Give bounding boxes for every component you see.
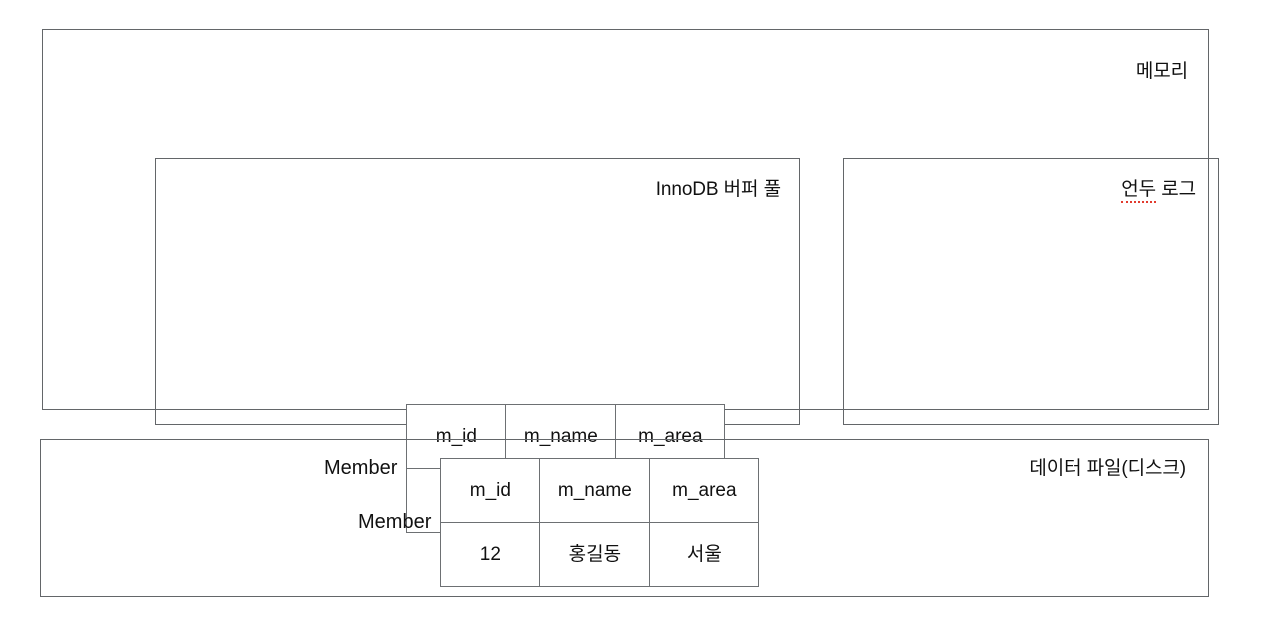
- table-cell: 12: [440, 522, 541, 587]
- memory-container: 메모리 InnoDB 버퍼 풀 Member m_id m_name m_are…: [42, 29, 1219, 533]
- undo-log-label-misspelled-word: 언두: [1121, 179, 1156, 203]
- undo-log-label-rest: 로그: [1156, 179, 1196, 200]
- table-cell: 서울: [649, 522, 760, 587]
- innodb-buffer-pool-container: InnoDB 버퍼 풀 Member m_id m_name m_area: [155, 158, 800, 533]
- data-file-disk-label: 데이터 파일(디스크): [1029, 458, 1186, 479]
- table-row: 12 홍길동 서울: [440, 522, 760, 587]
- undo-log-label: 언두 로그: [1121, 179, 1196, 203]
- disk-table-title: Member: [358, 511, 432, 533]
- table-column-header: m_area: [649, 458, 760, 523]
- memory-label: 메모리: [1135, 61, 1188, 82]
- table-header-row: m_id m_name m_area: [440, 458, 760, 523]
- data-file-disk-container: 데이터 파일(디스크): [40, 439, 1209, 597]
- table-column-header: m_name: [539, 458, 651, 523]
- undo-log-container: 언두 로그: [843, 158, 1219, 425]
- table-column-header: m_id: [440, 458, 541, 523]
- table-cell: 홍길동: [539, 522, 651, 587]
- disk-table-group: Member m_id m_name m_area 12 홍길동 서울: [358, 458, 760, 587]
- innodb-buffer-pool-label: InnoDB 버퍼 풀: [655, 179, 781, 200]
- buffer-pool-table-title: Member: [324, 457, 398, 479]
- disk-member-table: m_id m_name m_area 12 홍길동 서울: [440, 458, 760, 587]
